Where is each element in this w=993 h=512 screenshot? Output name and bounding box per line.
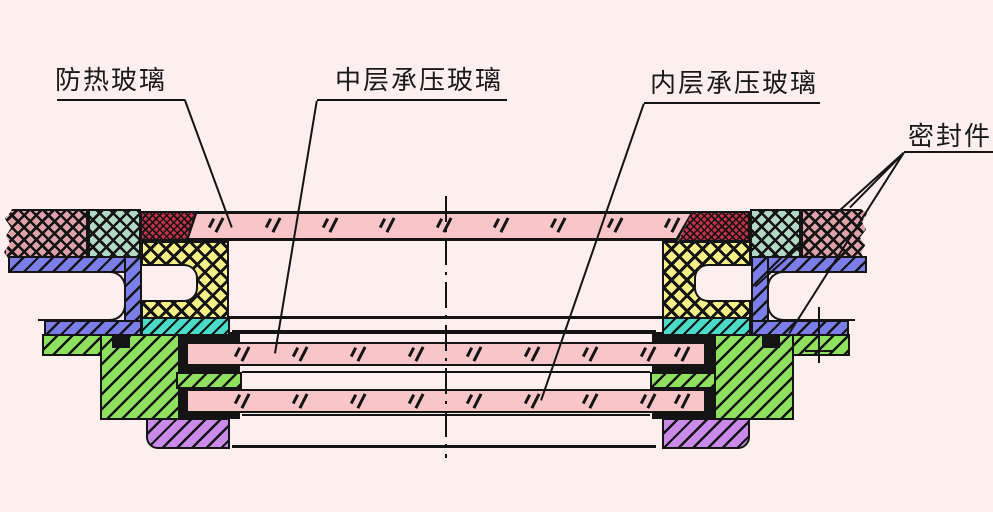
seal-ring-maroon-left <box>4 209 88 258</box>
glass-tick <box>208 217 226 235</box>
glass-tick <box>265 217 283 235</box>
bolt-centermark <box>805 350 832 352</box>
seal-square-right <box>762 336 780 348</box>
vertical-centerline <box>444 196 447 458</box>
retainer-cutout-left <box>141 264 198 302</box>
bolt-centerline <box>818 307 820 363</box>
glass-tick <box>674 346 692 364</box>
glass-tick <box>582 346 600 364</box>
glass-tick <box>466 393 484 411</box>
heat-resistant-glass-leader <box>184 99 233 228</box>
upper-seat-line <box>232 330 656 334</box>
glass-tick <box>234 346 252 364</box>
glass-tick <box>322 217 340 235</box>
gasket-cyan-right <box>662 317 751 336</box>
glass-tick <box>408 346 426 364</box>
glass-tick <box>379 217 397 235</box>
middle-pressure-glass-underline <box>317 99 507 101</box>
seal-ring-teal-left <box>88 209 141 258</box>
glass-tick <box>524 393 542 411</box>
glass-tick <box>493 217 511 235</box>
trim-purple-left <box>146 418 230 449</box>
seal-block-red-right <box>678 211 750 242</box>
glass-tick <box>582 393 600 411</box>
frame-body-right <box>714 334 794 420</box>
heat-resistant-glass-label: 防热玻璃 <box>55 66 168 96</box>
glass-tick <box>640 393 658 411</box>
seal-ring-teal-right <box>750 209 801 258</box>
seal-block-red-left <box>140 211 195 241</box>
retainer-cutout-right <box>694 264 751 302</box>
glass-tick <box>292 346 310 364</box>
glass-tick <box>292 393 310 411</box>
glass-tick <box>664 217 682 235</box>
clamp-gap-right <box>767 271 855 321</box>
frame-tooth-left <box>176 372 242 389</box>
glass-tick <box>607 217 625 235</box>
frame-tooth-right <box>650 372 716 389</box>
heat-resistant-glass-pane <box>186 211 693 241</box>
clamp-arm-left <box>44 320 142 336</box>
glass-tick <box>640 346 658 364</box>
glass-tick <box>408 393 426 411</box>
glass-tick <box>234 393 252 411</box>
retainer-yellow-right <box>662 241 751 319</box>
heat-resistant-glass-underline <box>57 99 185 101</box>
middle-pressure-glass-label: 中层承压玻璃 <box>335 66 504 96</box>
glass-tick <box>524 346 542 364</box>
inner-surface-line <box>232 445 656 448</box>
seal-square-left <box>112 336 130 348</box>
trim-purple-right <box>662 418 750 449</box>
heat-resistant-glass-fill <box>189 214 690 238</box>
frame-body-left <box>100 334 180 420</box>
inner-pressure-glass-label: 内层承压玻璃 <box>650 69 819 99</box>
seals-label: 密封件 <box>908 122 993 152</box>
clamp-arm-right <box>751 320 849 336</box>
glass-tick <box>550 217 568 235</box>
glass-tick <box>466 346 484 364</box>
glass-tick <box>350 393 368 411</box>
inner-pressure-glass-underline <box>644 102 820 104</box>
gasket-cyan-left <box>141 317 230 336</box>
clamp-gap-left <box>38 271 126 321</box>
seals-underline <box>904 151 993 153</box>
glass-tick <box>674 393 692 411</box>
retainer-yellow-left <box>141 241 229 319</box>
glass-tick <box>350 346 368 364</box>
